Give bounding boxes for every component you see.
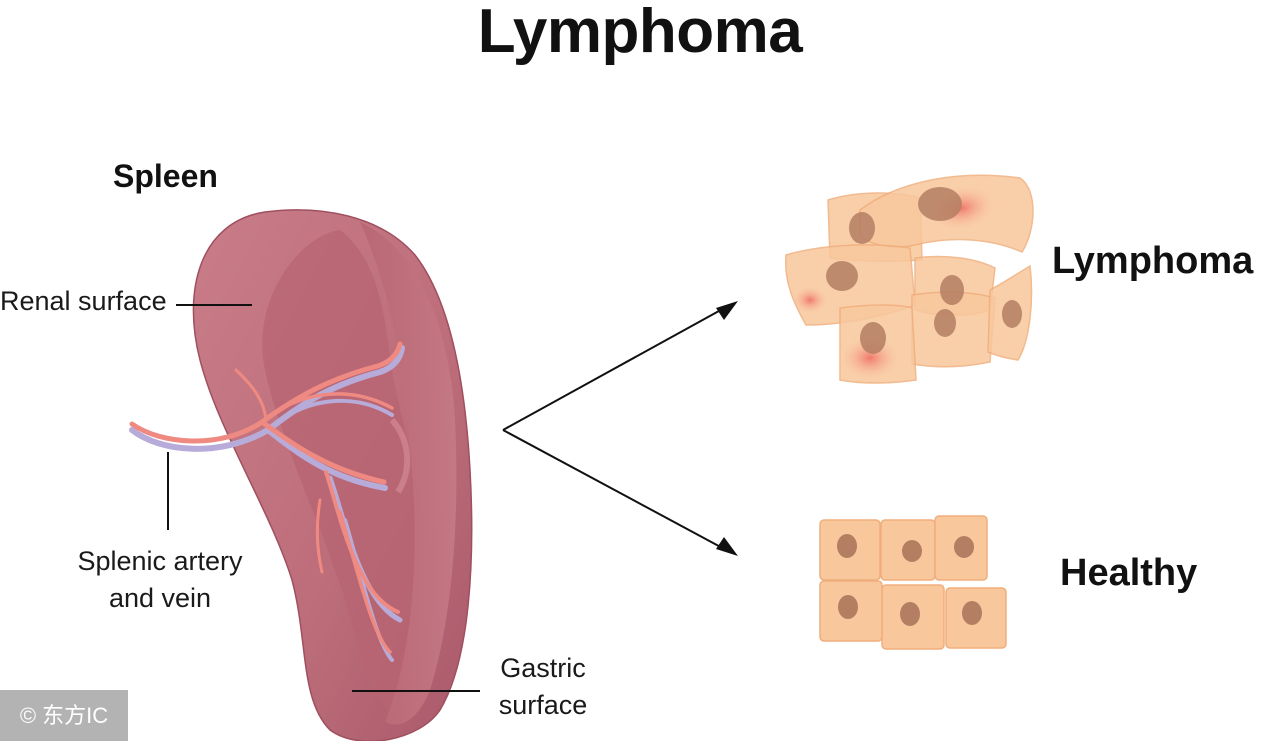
spleen-heading: Spleen [113, 158, 218, 194]
spleen-illustration [129, 209, 473, 741]
gastric-surface-label: Gastric surface [498, 653, 588, 720]
spleen-rim [360, 222, 457, 725]
page-title: Lymphoma [477, 0, 803, 66]
lymphoma-cells [784, 174, 1034, 384]
arrowhead-up [716, 301, 738, 320]
renal-surface-label: Renal surface [0, 286, 167, 316]
healthy-cells-label: Healthy [1060, 552, 1198, 594]
splenic-vessels-label: Splenic artery and vein [77, 546, 243, 613]
callout-lines [167, 304, 480, 692]
splenic-vessels [129, 341, 405, 662]
lymphoma-cells-label: Lymphoma [1052, 240, 1254, 282]
healthy-cells [819, 515, 1007, 650]
branch-arrows [502, 305, 729, 552]
arrowhead-down [716, 537, 738, 556]
watermark: © 东方IC [0, 690, 128, 741]
